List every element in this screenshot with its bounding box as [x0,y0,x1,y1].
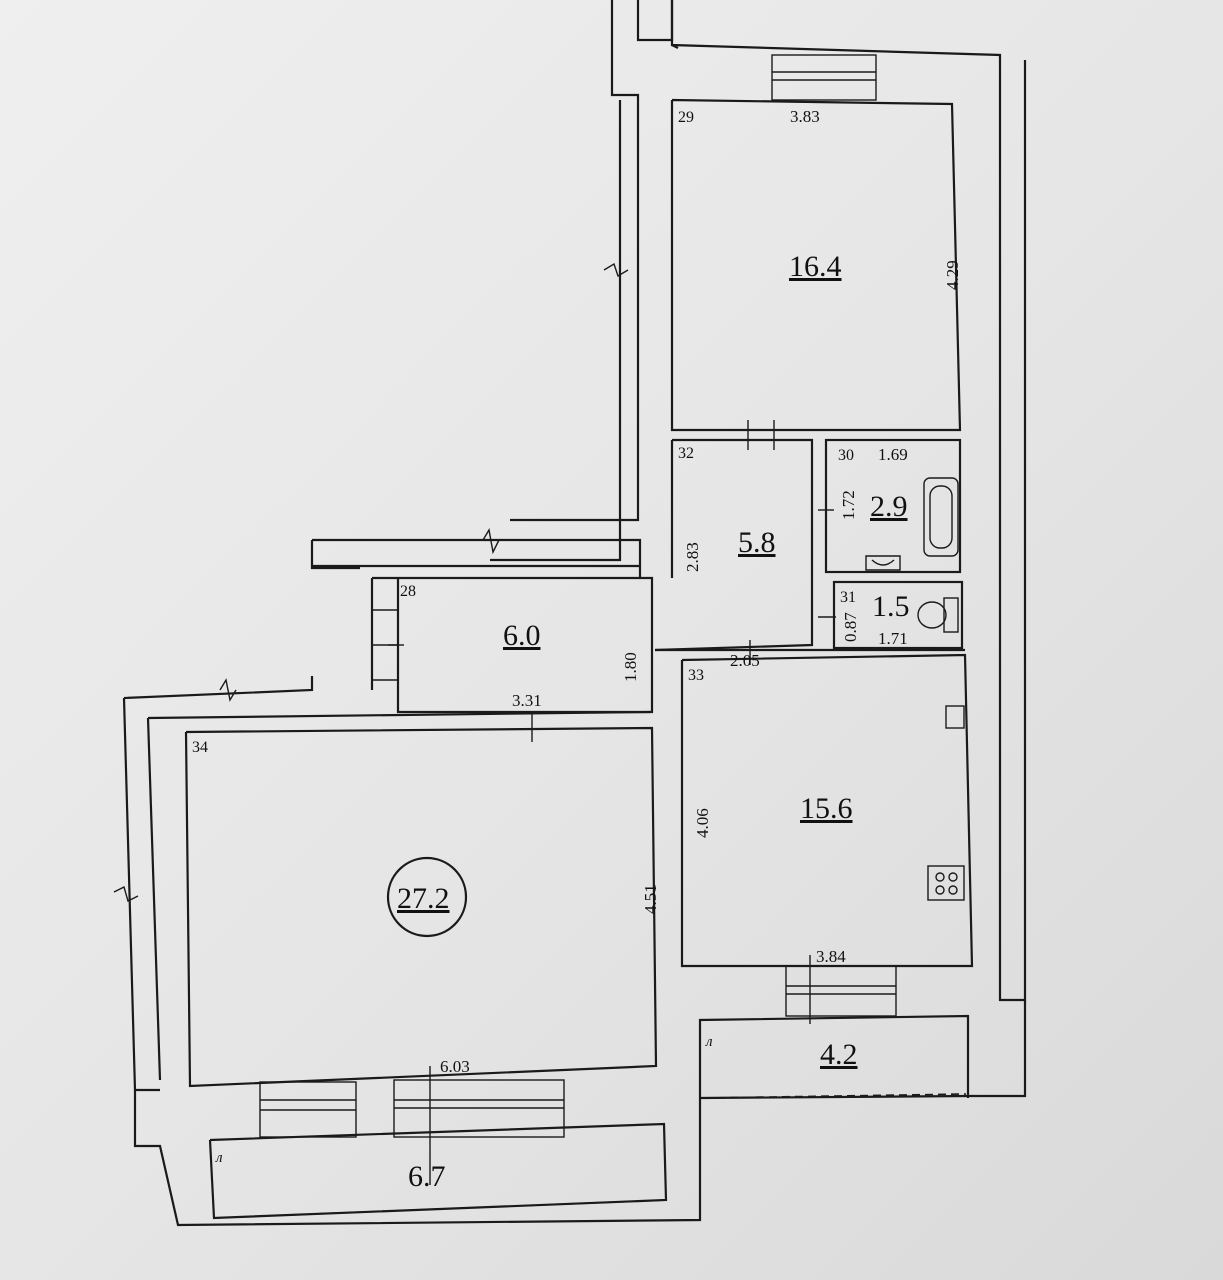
room-32-area: 5.8 [738,526,776,559]
room-33-extra-dim: 2.05 [730,651,760,670]
room-31-number: 31 [840,589,856,606]
room-33-number: 33 [688,667,704,684]
balcony-2-area: 6.7 [408,1160,446,1193]
room-32-number: 32 [678,445,694,462]
room-29-area: 16.4 [789,250,842,283]
room-33-width: 3.84 [816,947,846,966]
toilet-icon [917,597,959,633]
room-34-width: 6.03 [440,1057,470,1076]
balcony-1-area: 4.2 [820,1038,858,1071]
room-28-width: 3.31 [512,691,542,710]
room-28-number: 28 [400,583,416,600]
stove-icon [927,865,965,901]
room-28-area: 6.0 [503,619,541,652]
room-34-area: 27.2 [397,882,450,915]
room-34-number: 34 [192,739,208,756]
room-33-length: 4.06 [693,808,712,838]
room-30-area: 2.9 [870,490,908,523]
room-32-width: 2.83 [683,542,702,572]
balcony-2-mark: л [215,1150,223,1166]
room-29-length: 4.29 [943,260,962,290]
riser-icon [945,705,965,729]
room-29-number: 29 [678,109,694,126]
main-room-circle [386,856,468,938]
room-33-area: 15.6 [800,792,853,825]
room-30-number: 30 [838,447,854,464]
room-31-length: 0.87 [841,612,860,642]
sink-icon [865,555,901,571]
room-28-length: 1.80 [621,652,640,682]
room-31-area: 1.5 [872,590,910,623]
walls [113,0,1027,1227]
balcony-1-mark: л [705,1034,713,1050]
room-30-width: 1.69 [878,445,908,464]
room-29-width: 3.83 [790,107,820,126]
bathtub-icon [923,477,959,557]
room-31-width: 1.71 [878,629,908,648]
room-34-length: 4.51 [641,884,660,914]
room-30-length: 1.72 [839,490,858,520]
